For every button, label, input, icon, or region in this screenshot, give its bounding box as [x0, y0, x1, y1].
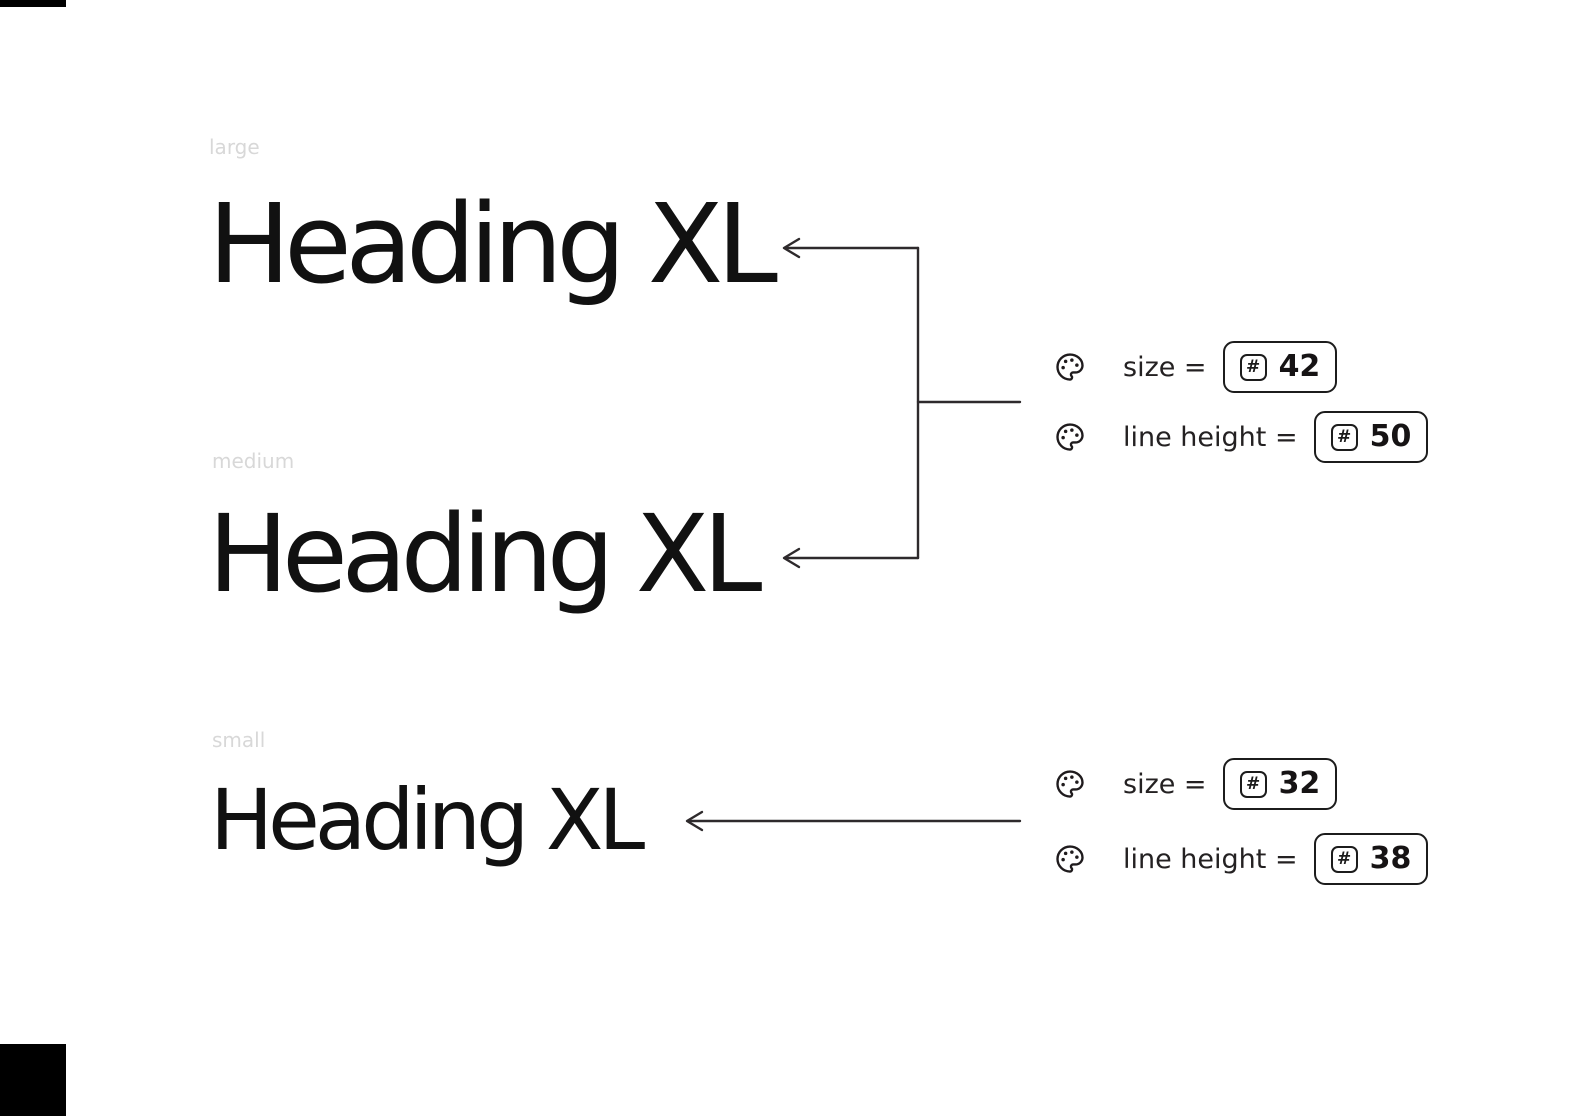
size-value: 32: [1278, 765, 1321, 801]
number-icon: #: [1330, 423, 1358, 451]
palette-icon: [1056, 845, 1084, 873]
specimen-label-medium: medium: [212, 449, 295, 473]
palette-icon: [1056, 770, 1084, 798]
arrowhead-top: [782, 237, 801, 259]
number-icon: #: [1239, 770, 1267, 798]
annotation-row-lineheight-top: line height = # 50: [1055, 411, 1429, 463]
heading-specimen-medium: Heading XL: [208, 493, 762, 617]
top-left-black-bar: [0, 0, 66, 7]
size-property-label: size =: [1123, 351, 1207, 383]
arrowhead-small: [685, 810, 704, 832]
palette-icon: [1056, 353, 1084, 381]
arrowhead-bottom: [782, 547, 801, 569]
lineheight-value-chip[interactable]: # 50: [1313, 411, 1429, 463]
size-value-chip[interactable]: # 42: [1222, 341, 1338, 393]
heading-specimen-small: Heading XL: [210, 771, 645, 869]
size-value-chip[interactable]: # 32: [1222, 758, 1338, 810]
annotation-row-size-top: size = # 42: [1055, 341, 1338, 393]
number-icon: #: [1239, 353, 1267, 381]
lineheight-value: 38: [1369, 840, 1412, 876]
bottom-left-black-square: [0, 1044, 66, 1116]
lineheight-value-chip[interactable]: # 38: [1313, 833, 1429, 885]
specimen-label-small: small: [212, 728, 266, 752]
specimen-label-large: large: [209, 135, 260, 159]
lineheight-value: 50: [1369, 418, 1412, 454]
heading-specimen-large: Heading XL: [208, 180, 778, 308]
palette-icon: [1056, 423, 1084, 451]
size-property-label: size =: [1123, 768, 1207, 800]
annotation-row-size-bottom: size = # 32: [1055, 758, 1338, 810]
lineheight-property-label: line height =: [1123, 843, 1298, 875]
annotation-row-lineheight-bottom: line height = # 38: [1055, 833, 1429, 885]
size-value: 42: [1278, 348, 1321, 384]
number-icon: #: [1330, 845, 1358, 873]
lineheight-property-label: line height =: [1123, 421, 1298, 453]
